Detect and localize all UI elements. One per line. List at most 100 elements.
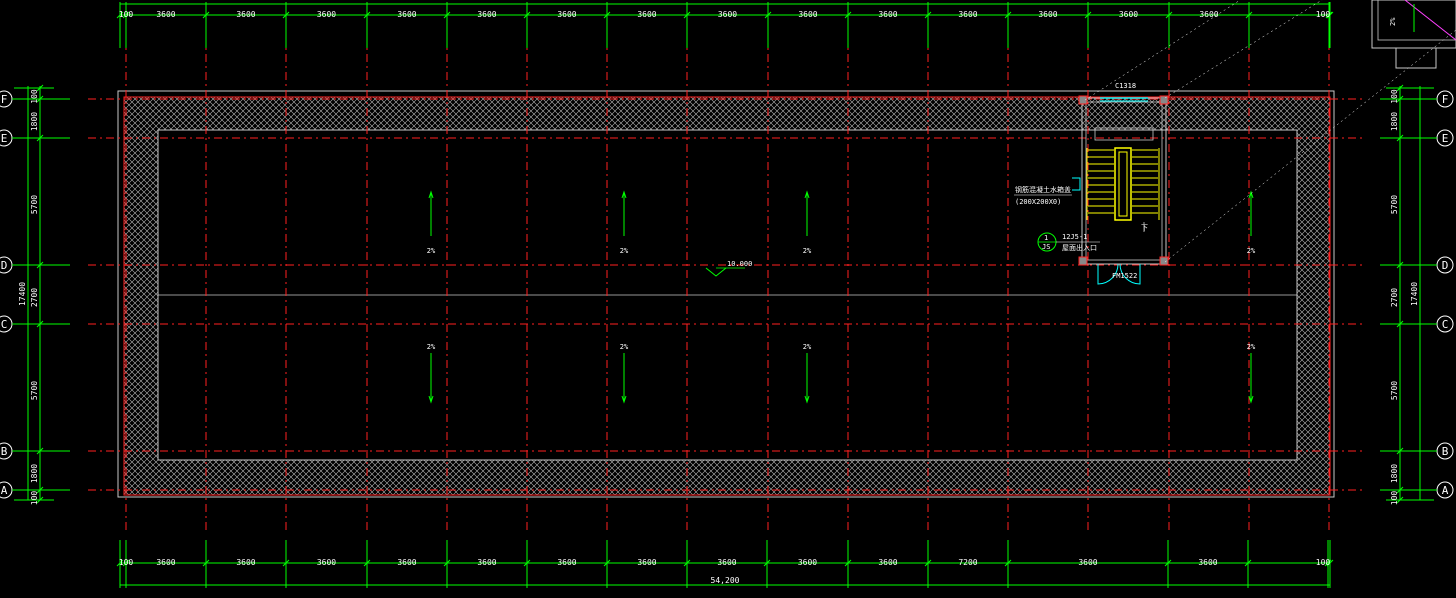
dim-text: 3600 (798, 558, 817, 567)
dim-tick (683, 559, 691, 567)
dim-tick (763, 559, 771, 567)
dim-text: 3600 (1199, 10, 1218, 19)
dim-text: 3600 (1038, 10, 1057, 19)
dim-tick (924, 11, 932, 19)
stair-window-label: C1318 (1115, 82, 1136, 90)
dim-text: 3600 (477, 558, 496, 567)
dim-tick (844, 11, 852, 19)
axis-label: D (1, 259, 8, 272)
axis-label: C (1, 318, 8, 331)
stair-treads (1086, 148, 1160, 220)
dim-tick (1396, 84, 1404, 92)
dim-tick (1396, 496, 1404, 504)
dim-tick (523, 559, 531, 567)
slope-text: 2% (427, 343, 436, 351)
dim-text: 3600 (397, 10, 416, 19)
axis-label: F (1442, 93, 1449, 106)
slope-text: 2% (1247, 247, 1256, 255)
corner-detail: 2% (1371, 0, 1456, 69)
dim-text: 2700 (1390, 288, 1399, 307)
dim-tick (1004, 559, 1012, 567)
dim-tick (122, 11, 130, 19)
axis-label: A (1, 484, 8, 497)
dim-tick (1164, 559, 1172, 567)
dim-text: 7200 (958, 558, 977, 567)
stair-tower: C1318 下 FM1522 钢筋混凝土水箱盖 (200X200X0) 1 JS… (1014, 82, 1169, 285)
slope-text: 2% (1247, 343, 1256, 351)
dim-text: 3600 (557, 558, 576, 567)
dim-text: 100 (30, 89, 39, 104)
dim-text: 1800 (30, 464, 39, 483)
dim-total-text: 17400 (18, 282, 27, 306)
dim-tick (1326, 11, 1334, 19)
detail-ref-number: 1 (1044, 234, 1048, 242)
corner-slope-text: 2% (1389, 17, 1397, 26)
axis-label: E (1442, 132, 1449, 145)
dim-text: 3600 (878, 10, 897, 19)
dim-text: 2700 (30, 288, 39, 307)
stair-note-1: 钢筋混凝土水箱盖 (1015, 185, 1071, 194)
roof-level-text: 10.000 (727, 260, 752, 268)
dim-tick (1165, 11, 1173, 19)
dim-text: 3600 (958, 10, 977, 19)
dim-tick (1244, 559, 1252, 567)
dim-total-text: 54,200 (711, 576, 740, 585)
axis-label: D (1442, 259, 1449, 272)
bottom-dimension-chain: 100 100 3600 3600 3600 3600 3600 3600 3600 3600 36… (116, 540, 1334, 588)
slope-arrows: 2%2%2%2%2%2%2%2% (427, 190, 1256, 404)
vertical-grid-lines (125, 18, 1330, 530)
dim-text: 3600 (477, 10, 496, 19)
slope-arrowhead (621, 395, 627, 404)
dim-tick (36, 496, 44, 504)
dim-text: 3600 (156, 10, 175, 19)
dim-text: 3600 (878, 558, 897, 567)
dim-text: 3600 (156, 558, 175, 567)
dim-text: 3600 (637, 558, 656, 567)
dim-tick (202, 11, 210, 19)
stair-note-2: (200X200X0) (1015, 198, 1061, 206)
detail-ref-code: 12J5-1 (1062, 233, 1087, 241)
dim-tick (282, 11, 290, 19)
dim-tick (603, 559, 611, 567)
building-outline (117, 90, 1335, 498)
dim-text: 5700 (1390, 381, 1399, 400)
dim-text: 100 (1316, 10, 1331, 19)
horizontal-grid-lines (88, 98, 1365, 491)
dim-tick (1325, 11, 1333, 19)
dim-text: 3600 (236, 558, 255, 567)
dim-text: 100 (1316, 558, 1331, 567)
dim-text: 3600 (317, 10, 336, 19)
dim-text: 3600 (557, 10, 576, 19)
detail-ref-sheet: JS (1042, 243, 1050, 251)
dim-total-text: 17400 (1410, 282, 1419, 306)
dim-tick (1004, 11, 1012, 19)
dim-tick (1245, 11, 1253, 19)
dim-text: 100 (1390, 89, 1399, 104)
slope-arrowhead (428, 190, 434, 199)
slope-arrowhead (428, 395, 434, 404)
slope-arrowhead (804, 190, 810, 199)
slope-text: 2% (620, 247, 629, 255)
dim-text: 100 (119, 558, 134, 567)
dim-text: 3600 (717, 558, 736, 567)
dim-text: 3600 (236, 10, 255, 19)
dim-text: 5700 (1390, 195, 1399, 214)
axis-label: F (1, 93, 8, 106)
dim-tick (36, 84, 44, 92)
dim-tick (443, 559, 451, 567)
slope-text: 2% (427, 247, 436, 255)
dim-tick (363, 559, 371, 567)
dim-text: 3600 (798, 10, 817, 19)
dim-tick (683, 11, 691, 19)
dim-tick (202, 559, 210, 567)
dim-tick (603, 11, 611, 19)
slope-text: 2% (620, 343, 629, 351)
dim-tick (924, 559, 932, 567)
dim-text: 1800 (30, 112, 39, 131)
dim-text: 3600 (397, 558, 416, 567)
axis-label: A (1442, 484, 1449, 497)
